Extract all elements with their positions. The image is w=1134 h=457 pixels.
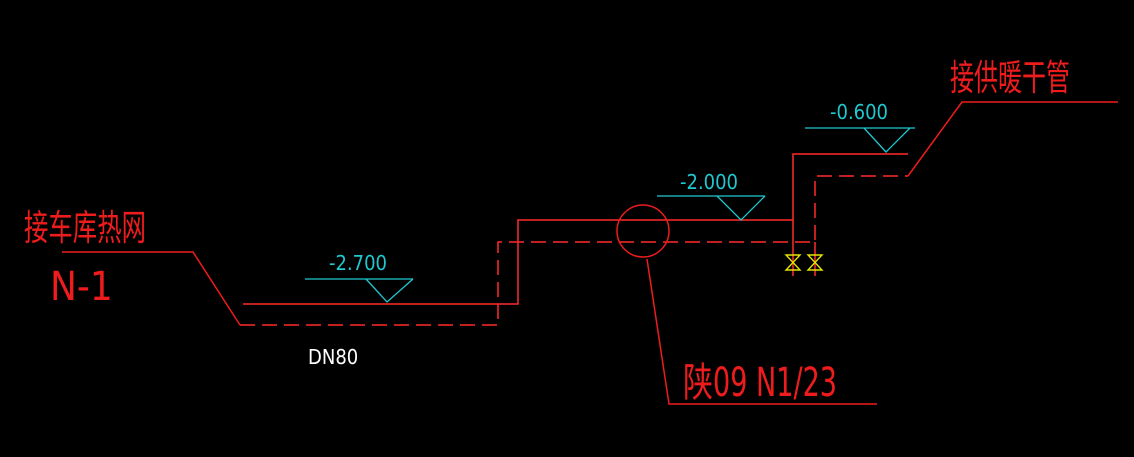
left-connection-label: 接车库热网 (24, 208, 146, 249)
right-connection-label: 接供暖干管 (950, 58, 1070, 99)
elevation-marker-high (805, 127, 915, 153)
valve-risers (792, 220, 816, 276)
elevation-marker-mid (657, 195, 766, 221)
left-code-label: N-1 (50, 264, 113, 310)
detail-leader-line (646, 258, 877, 405)
supply-valve-icon (784, 254, 802, 271)
gate-valve-icon (784, 254, 824, 271)
return-valve-icon (806, 254, 824, 271)
triangle-elevation-icon (863, 127, 911, 153)
elevation-label-high: -0.600 (830, 100, 888, 124)
triangle-elevation-icon (716, 195, 766, 221)
pipe-size-label: DN80 (308, 345, 358, 369)
detail-reference-label: 陕09 N1/23 (683, 360, 837, 406)
return-pipe-dashed (240, 175, 908, 326)
elevation-label-mid: -2.000 (680, 170, 738, 194)
leader-lines (62, 101, 1118, 405)
left-leader-line (62, 251, 241, 326)
detail-circle-icon (616, 204, 670, 258)
elevation-marker-low (305, 278, 414, 303)
triangle-elevation-icon (365, 278, 414, 303)
supply-pipe-solid (243, 153, 908, 305)
elevation-label-low: -2.700 (329, 251, 387, 275)
right-leader-line (907, 101, 1118, 177)
